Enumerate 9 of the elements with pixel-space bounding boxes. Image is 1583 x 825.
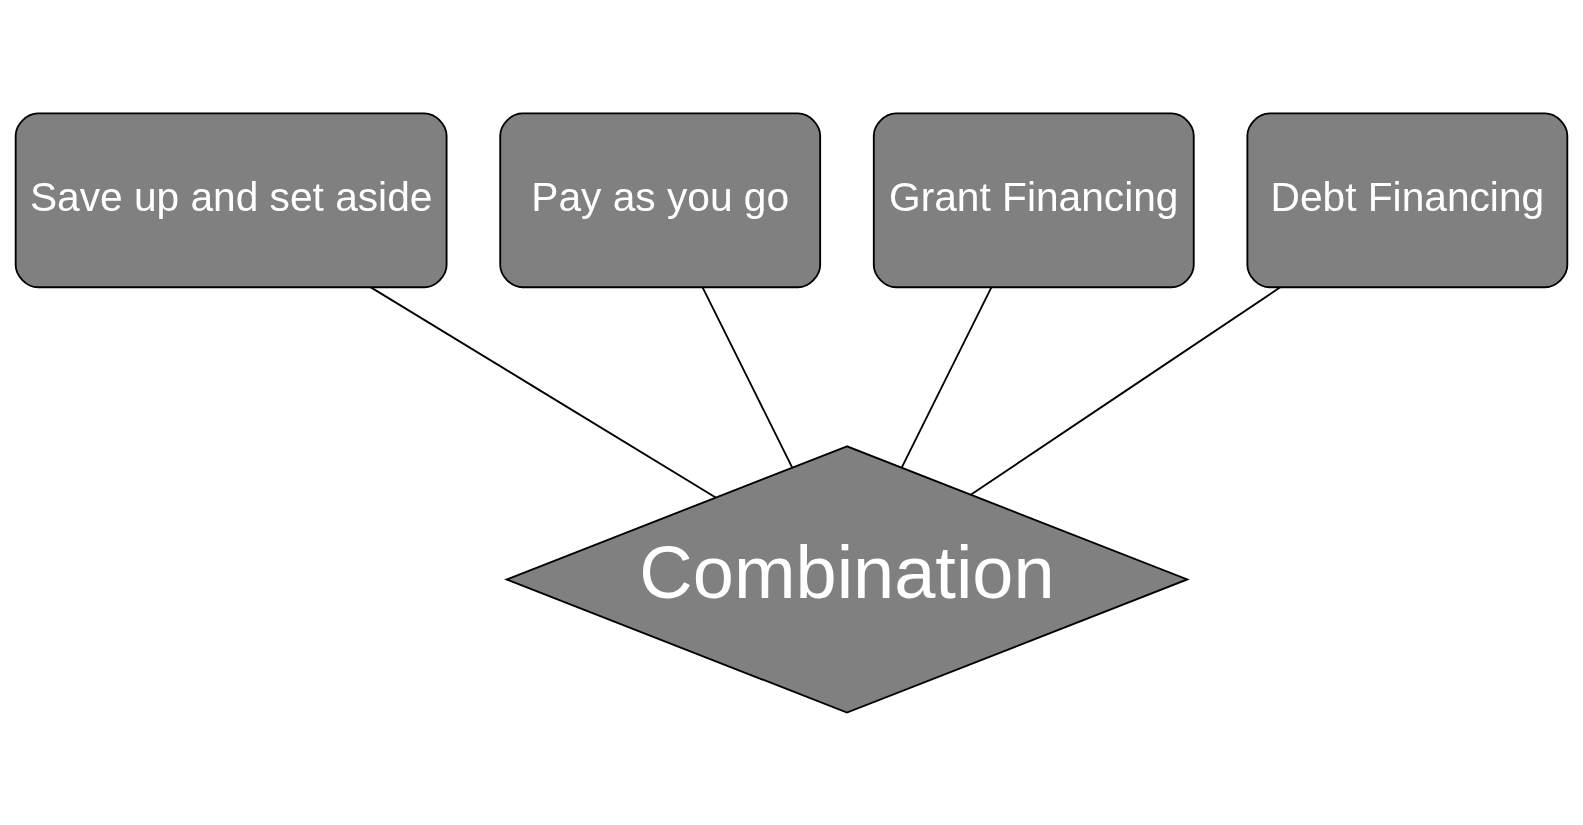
connector [701,285,793,468]
connector [969,285,1282,496]
node-box: Save up and set aside [14,111,448,288]
node-diamond: Combination [504,444,1190,714]
connector [901,285,993,468]
node-box: Pay as you go [499,111,822,288]
node-box: Debt Financing [1246,111,1569,288]
connector [369,285,717,498]
node-box: Grant Financing [872,111,1195,288]
